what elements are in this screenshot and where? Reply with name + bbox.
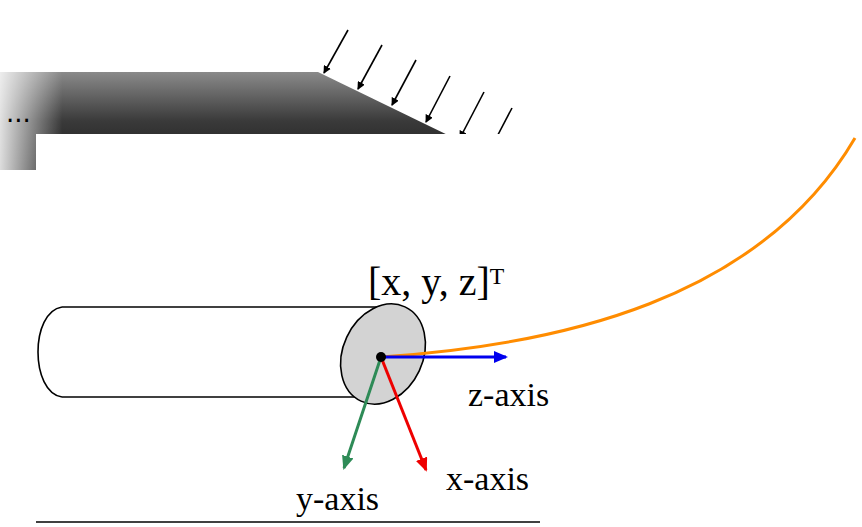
panel	[36, 134, 862, 527]
z-axis-arrow	[381, 356, 506, 359]
axis-label: z-axis	[468, 378, 549, 412]
x-axis-arrow	[381, 357, 426, 470]
axis-label: y-axis	[296, 482, 379, 516]
load-arrows	[324, 30, 512, 150]
rule-line	[36, 521, 540, 523]
cylinder	[38, 290, 441, 418]
position-label: [x, y, z]ᵀ	[368, 262, 504, 302]
ellipsis-mark: ...	[6, 100, 31, 126]
origin-dot	[376, 352, 386, 362]
axis-label: x-axis	[446, 462, 529, 496]
y-axis-arrow	[344, 357, 381, 468]
trajectory-curve	[381, 138, 855, 357]
